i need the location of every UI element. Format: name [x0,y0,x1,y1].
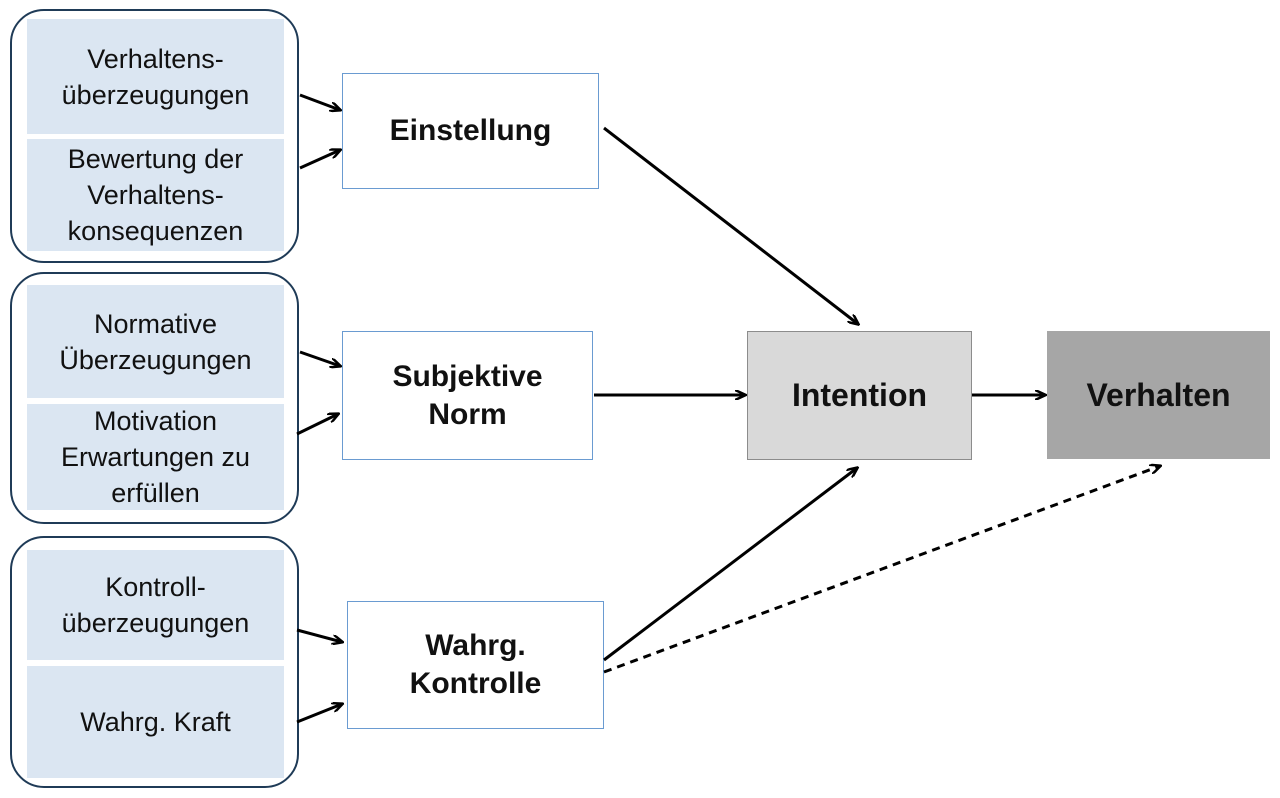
attitude-box: Einstellung [342,73,599,189]
control-belief-group: Kontroll- überzeugungen Wahrg. Kraft [10,536,299,788]
intention-box: Intention [747,331,972,460]
arrow-beliefs1-to-attitude [299,93,340,110]
subjective-norm-box: Subjektive Norm [342,331,593,460]
control-beliefs-cell: Kontroll- überzeugungen [27,550,284,660]
arrow-power-to-control [296,704,342,724]
attitude-belief-group: Verhaltens- überzeugungen Bewertung der … [10,9,299,263]
motivation-to-comply-cell: Motivation Erwartungen zu erfüllen [27,404,284,510]
arrow-control-beliefs-to-control [296,628,342,642]
arrow-evaluation-to-attitude [299,150,340,170]
arrow-control-to-behavior-dashed [603,466,1160,674]
normative-beliefs-cell: Normative Überzeugungen [27,285,284,398]
norm-belief-group: Normative Überzeugungen Motivation Erwar… [10,272,299,524]
arrow-motivation-to-norm [296,414,338,436]
arrow-control-to-intention [603,468,857,662]
arrow-attitude-to-intention [603,126,858,324]
arrow-normative-to-norm [299,350,340,366]
behavior-box: Verhalten [1047,331,1270,459]
perceived-power-cell: Wahrg. Kraft [27,666,284,778]
behavioral-beliefs-cell: Verhaltens- überzeugungen [27,19,284,134]
perceived-control-box: Wahrg. Kontrolle [347,601,604,729]
evaluation-consequences-cell: Bewertung der Verhaltens- konsequenzen [27,139,284,251]
